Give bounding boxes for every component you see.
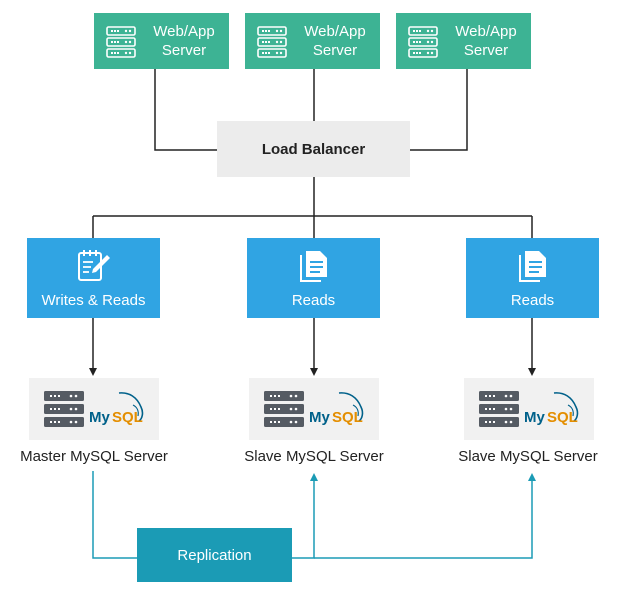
master-mysql-server-label: Master MySQL Server bbox=[20, 448, 168, 465]
replication-line-slave1 bbox=[292, 473, 318, 559]
route-writes-reads: Writes & Reads bbox=[27, 238, 160, 318]
server-rack-icon bbox=[106, 26, 136, 58]
web-server-label-line2: Server bbox=[161, 42, 207, 59]
server-rack-icon bbox=[408, 26, 438, 58]
connector-web1-lb bbox=[154, 69, 217, 151]
database-server-icon bbox=[264, 391, 304, 427]
route-label: Reads bbox=[291, 292, 336, 309]
web-server-label: Web/App Server bbox=[144, 22, 224, 60]
web-server-label-line2: Server bbox=[463, 42, 509, 59]
load-balancer-label: Load Balancer bbox=[261, 140, 366, 158]
load-balancer: Load Balancer bbox=[217, 121, 410, 177]
mysql-server-slave-2: My SQL bbox=[464, 378, 594, 440]
svg-text:My: My bbox=[524, 409, 545, 426]
web-server-label-line1: Web/App bbox=[153, 23, 215, 40]
web-server-label: Web/App Server bbox=[295, 22, 375, 60]
replication-box: Replication bbox=[137, 528, 292, 582]
web-server-label-line1: Web/App bbox=[304, 23, 366, 40]
connector-web3-lb bbox=[410, 69, 468, 151]
database-server-icon bbox=[479, 391, 519, 427]
edit-document-icon bbox=[77, 250, 110, 281]
web-server-label: Web/App Server bbox=[446, 22, 526, 60]
web-server-label-line2: Server bbox=[312, 42, 358, 59]
mysql-logo: My SQL bbox=[309, 392, 364, 426]
svg-text:SQL: SQL bbox=[112, 409, 143, 426]
web-app-server-2: Web/App Server bbox=[245, 13, 380, 69]
mysql-server-master: My SQL bbox=[29, 378, 159, 440]
web-app-server-3: Web/App Server bbox=[396, 13, 531, 69]
document-icon bbox=[518, 251, 546, 282]
svg-text:SQL: SQL bbox=[547, 409, 578, 426]
svg-text:My: My bbox=[89, 409, 110, 426]
document-icon bbox=[299, 251, 327, 282]
svg-text:SQL: SQL bbox=[332, 409, 363, 426]
web-server-label-line1: Web/App bbox=[455, 23, 517, 40]
slave-mysql-server-label: Slave MySQL Server bbox=[458, 448, 598, 465]
mysql-server-slave-1: My SQL bbox=[249, 378, 379, 440]
route-reads-1: Reads bbox=[247, 238, 380, 318]
route-reads-2: Reads bbox=[466, 238, 599, 318]
replication-line-slave2 bbox=[314, 473, 536, 559]
svg-text:My: My bbox=[309, 409, 330, 426]
replication-label: Replication bbox=[177, 546, 252, 564]
database-server-icon bbox=[44, 391, 84, 427]
server-rack-icon bbox=[257, 26, 287, 58]
mysql-logo: My SQL bbox=[89, 392, 144, 426]
route-label: Reads bbox=[510, 292, 555, 309]
mysql-logo: My SQL bbox=[524, 392, 579, 426]
web-app-server-1: Web/App Server bbox=[94, 13, 229, 69]
replication-line-master bbox=[92, 471, 137, 559]
slave-mysql-server-label: Slave MySQL Server bbox=[244, 448, 384, 465]
route-label: Writes & Reads bbox=[41, 292, 146, 309]
